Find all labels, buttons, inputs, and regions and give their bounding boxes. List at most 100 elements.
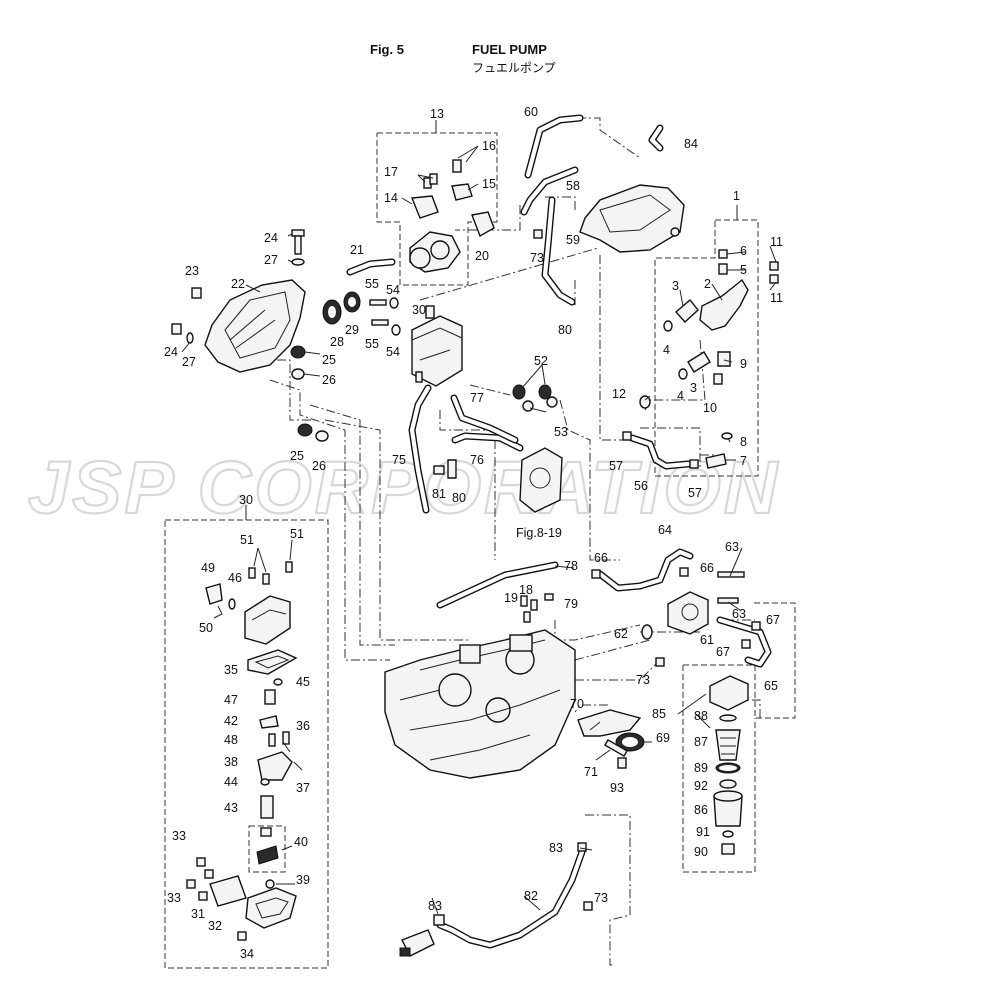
- callout-84: 84: [684, 137, 698, 151]
- vapor-cover: [579, 184, 685, 253]
- callout-11-b: 11: [770, 291, 783, 305]
- callout-9: 9: [740, 357, 747, 371]
- callout-57-b: 57: [688, 486, 702, 500]
- callout-15: 15: [482, 177, 496, 191]
- hose-77: [450, 394, 519, 444]
- callout-13: 13: [430, 107, 444, 121]
- callout-54-lower: 54: [386, 345, 400, 359]
- callout-70: 70: [570, 697, 584, 711]
- callout-3-a: 3: [672, 279, 679, 293]
- o-ring-62: [641, 624, 653, 640]
- o-ring-44: [260, 778, 270, 786]
- callout-87: 87: [694, 735, 708, 749]
- fitting-80-81: [433, 459, 457, 479]
- collar-26-upper: [291, 368, 305, 380]
- callout-80-top: 80: [558, 323, 572, 337]
- connection-lines: [260, 117, 761, 966]
- reference-label: Fig.8-19: [516, 526, 562, 540]
- gasket-35: [247, 649, 298, 675]
- callout-22: 22: [231, 277, 245, 291]
- fittings-18-19: [520, 595, 538, 623]
- callout-67-a: 67: [766, 613, 780, 627]
- callout-7: 7: [740, 454, 747, 468]
- callout-52: 52: [534, 354, 548, 368]
- callout-57-a: 57: [609, 459, 623, 473]
- callout-17: 17: [384, 165, 398, 179]
- callout-19: 19: [504, 591, 518, 605]
- hose-60: [524, 114, 584, 179]
- callout-92: 92: [694, 779, 708, 793]
- callout-27-upper: 27: [264, 253, 278, 267]
- callout-4-b: 4: [677, 389, 684, 403]
- hose-64: [596, 548, 694, 592]
- callout-33-b: 33: [167, 891, 181, 905]
- callout-60: 60: [524, 105, 538, 119]
- callout-50: 50: [199, 621, 213, 635]
- callout-77: 77: [470, 391, 484, 405]
- callout-26-upper: 26: [322, 373, 336, 387]
- callout-62: 62: [614, 627, 628, 641]
- callout-42: 42: [224, 714, 238, 728]
- reference-component: [519, 447, 563, 513]
- callout-81: 81: [432, 487, 446, 501]
- fuel-pump-assembly: [411, 305, 463, 387]
- o-ring-91: [722, 830, 734, 838]
- callout-29: 29: [345, 323, 359, 337]
- part-93: [617, 757, 627, 769]
- callout-16: 16: [482, 139, 496, 153]
- callout-61: 61: [700, 633, 714, 647]
- hose-84: [648, 124, 664, 152]
- callout-34: 34: [240, 947, 254, 961]
- fuel-connector: [399, 929, 435, 957]
- plate-31: [209, 875, 247, 907]
- callout-30-top: 30: [412, 303, 426, 317]
- bolt-23: [191, 287, 202, 299]
- screws-51: [248, 561, 293, 585]
- washer-27-lower: [186, 332, 194, 344]
- bolt-24-upper: [291, 229, 305, 255]
- callout-79: 79: [564, 597, 578, 611]
- hose-82: [436, 848, 586, 949]
- engine-block: [384, 629, 576, 779]
- callout-37: 37: [296, 781, 310, 795]
- callout-49: 49: [201, 561, 215, 575]
- group-box-30: [164, 505, 329, 969]
- clamp-57-b: [689, 459, 699, 469]
- callout-33-a: 33: [172, 829, 186, 843]
- group-box-13: [376, 120, 498, 286]
- callout-58: 58: [566, 179, 580, 193]
- callout-63-a: 63: [725, 540, 739, 554]
- callout-18: 18: [519, 583, 533, 597]
- hose-65: [716, 616, 772, 668]
- callout-20: 20: [475, 249, 489, 263]
- callout-88: 88: [694, 709, 708, 723]
- spring-37: [293, 761, 303, 771]
- callout-4-a: 4: [663, 343, 670, 357]
- connector-83: [433, 914, 445, 926]
- figure-title-japanese: フュエルポンプ: [472, 61, 556, 75]
- callout-83-lower: 83: [428, 899, 442, 913]
- callout-63-b: 63: [732, 607, 746, 621]
- callout-14: 14: [384, 191, 398, 205]
- callout-64: 64: [658, 523, 672, 537]
- callout-67-b: 67: [716, 645, 730, 659]
- clamp-57-a: [622, 431, 632, 441]
- callout-73-low: 73: [594, 891, 608, 905]
- bushing-47: [264, 689, 276, 705]
- filter-head-88: [709, 675, 749, 722]
- callout-75: 75: [392, 453, 406, 467]
- group-box-1: [654, 205, 759, 477]
- fitting-9: [717, 351, 731, 367]
- callout-55-upper: 55: [365, 277, 379, 291]
- callout-59: 59: [566, 233, 580, 247]
- ring-29: [343, 291, 361, 313]
- callout-36: 36: [296, 719, 310, 733]
- callout-54-upper: 54: [386, 283, 400, 297]
- callout-82: 82: [524, 889, 538, 903]
- callout-25-lower: 25: [290, 449, 304, 463]
- callout-83-upper: 83: [549, 841, 563, 855]
- throttle-body: [409, 159, 495, 273]
- bolt-71: [604, 738, 628, 758]
- callout-6: 6: [740, 244, 747, 258]
- bracket-70: [577, 709, 642, 737]
